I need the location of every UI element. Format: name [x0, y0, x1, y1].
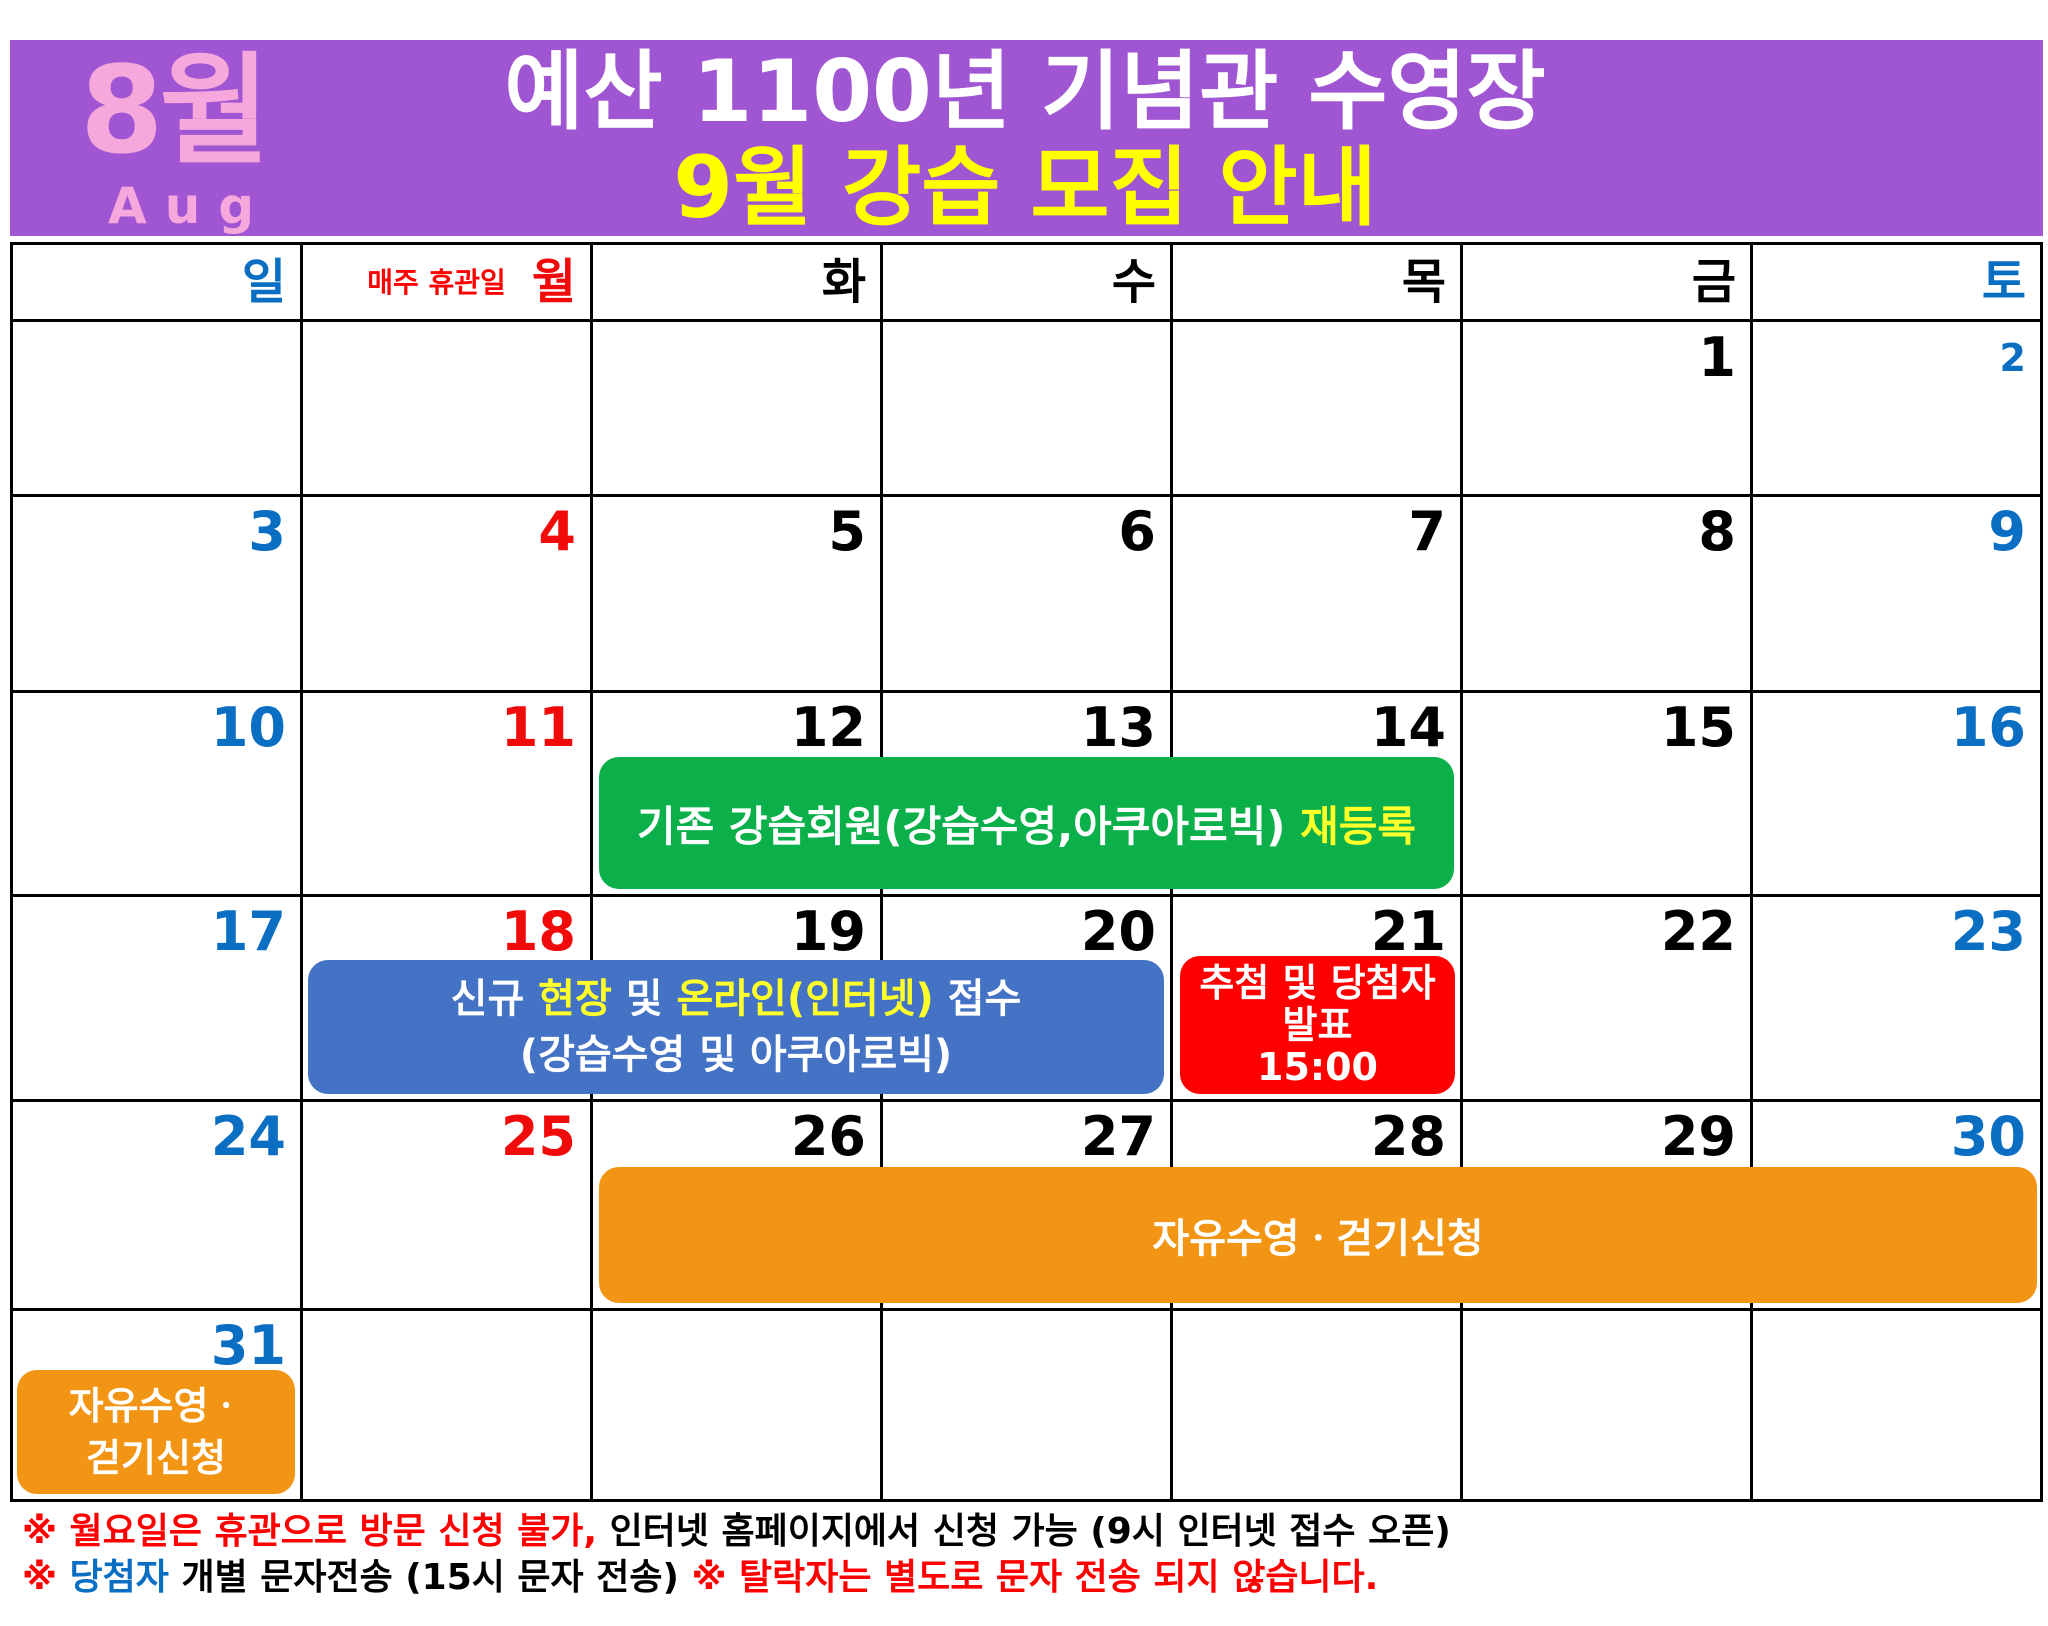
day-24: 24 [210, 1105, 286, 1168]
calendar-grid [10, 242, 2043, 1502]
title-block: 예산 1100년 기념관 수영장 9월 강습 모집 안내 [340, 40, 1710, 236]
grid-line [10, 1099, 2043, 1102]
event-free-swim: 자유수영ㆍ걷기신청 [599, 1167, 2037, 1303]
weekday-thu: 목 [1401, 254, 1446, 310]
notice-winners: 당첨자 [69, 1557, 169, 1598]
day-30: 30 [1950, 1105, 2026, 1168]
event-free-swim-31: 자유수영ㆍ 걷기신청 [17, 1370, 295, 1494]
day-26: 26 [790, 1105, 866, 1168]
notice-line-1: ※ 월요일은 휴관으로 방문 신청 불가, 인터넷 홈페이지에서 신청 가능 (… [22, 1510, 1451, 1554]
event-lottery-line1: 추첨 및 당첨자 [1199, 961, 1436, 1005]
grid-line [10, 319, 2043, 322]
event-free-swim-31-line1: 자유수영ㆍ [68, 1384, 244, 1428]
event-new-online: 온라인(인터넷) [676, 976, 934, 1022]
day-19: 19 [790, 900, 866, 963]
grid-line [10, 690, 2043, 693]
event-new-and: 및 [611, 976, 677, 1022]
notice-sms: 개별 문자전송 (15시 문자 전송) [168, 1557, 692, 1598]
event-lottery-time: 15:00 [1257, 1045, 1378, 1089]
notice-not-selected: ※ 탈락자는 별도로 문자 전송 되지 않습니다. [691, 1557, 1379, 1598]
weekly-closed-note: 매주 휴관일 [367, 266, 506, 299]
event-new-suffix: 접수 [933, 976, 1022, 1022]
weekday-sat: 토 [1981, 254, 2026, 310]
header-banner: 8월 Aug 예산 1100년 기념관 수영장 9월 강습 모집 안내 [10, 40, 2043, 236]
weekday-mon-cell: 매주 휴관일 월 [302, 242, 592, 322]
day-5: 5 [828, 500, 866, 563]
grid-line [590, 242, 593, 1502]
event-new-line2: (강습수영 및 아쿠아로빅) [519, 1032, 953, 1078]
month-number: 8월 [80, 42, 270, 181]
day-27: 27 [1080, 1105, 1156, 1168]
day-25: 25 [500, 1105, 576, 1168]
notice-online-available: 인터넷 홈페이지에서 신청 가능 (9시 인터넷 접수 오픈) [609, 1511, 1451, 1552]
day-17: 17 [210, 900, 286, 963]
day-28: 28 [1370, 1105, 1446, 1168]
event-free-swim-31-line2: 걷기신청 [86, 1436, 226, 1480]
day-21: 21 [1370, 900, 1446, 963]
day-4: 4 [538, 500, 576, 563]
day-10: 10 [210, 696, 286, 759]
weekday-wed: 수 [1111, 254, 1156, 310]
day-8: 8 [1698, 500, 1736, 563]
grid-line [1460, 242, 1463, 1502]
day-14: 14 [1370, 696, 1446, 759]
weekday-tue: 화 [821, 254, 866, 310]
weekday-sun: 일 [241, 254, 286, 310]
day-3: 3 [248, 500, 286, 563]
page-subtitle: 9월 강습 모집 안내 [673, 138, 1377, 238]
day-11: 11 [500, 696, 576, 759]
day-6: 6 [1118, 500, 1156, 563]
day-15: 15 [1660, 696, 1736, 759]
day-12: 12 [790, 696, 866, 759]
day-1: 1 [1698, 326, 1736, 389]
day-31: 31 [210, 1314, 286, 1377]
grid-line [300, 242, 303, 1502]
event-reregistration: 기존 강습회원(강습수영,아쿠아로빅) 재등록 [599, 757, 1454, 889]
day-2: 2 [1999, 336, 2026, 380]
day-9: 9 [1988, 500, 2026, 563]
day-20: 20 [1080, 900, 1156, 963]
day-23: 23 [1950, 900, 2026, 963]
event-new-registration: 신규 현장 및 온라인(인터넷) 접수 (강습수영 및 아쿠아로빅) [308, 960, 1164, 1094]
weekday-mon: 월 [531, 254, 576, 310]
event-new-onsite: 현장 [538, 976, 612, 1022]
event-new-prefix: 신규 [450, 976, 539, 1022]
notice-line-2: ※ 당첨자 개별 문자전송 (15시 문자 전송) ※ 탈락자는 별도로 문자 … [22, 1556, 1378, 1600]
day-29: 29 [1660, 1105, 1736, 1168]
page-title: 예산 1100년 기념관 수영장 [504, 42, 1546, 142]
grid-line [10, 494, 2043, 497]
weekday-fri: 금 [1691, 254, 1736, 310]
day-13: 13 [1080, 696, 1156, 759]
notice-monday-closed: ※ 월요일은 휴관으로 방문 신청 불가, [22, 1511, 610, 1552]
grid-line [10, 1308, 2043, 1311]
day-16: 16 [1950, 696, 2026, 759]
event-reregistration-text: 기존 강습회원(강습수영,아쿠아로빅) [636, 801, 1301, 851]
day-7: 7 [1408, 500, 1446, 563]
event-lottery-line2: 발표 [1282, 1003, 1353, 1047]
day-22: 22 [1660, 900, 1736, 963]
notice-mark: ※ [22, 1557, 70, 1598]
grid-line [1750, 242, 1753, 1502]
event-lottery: 추첨 및 당첨자 발표 15:00 [1180, 956, 1455, 1094]
event-free-swim-text: 자유수영ㆍ걷기신청 [1152, 1216, 1484, 1262]
day-18: 18 [500, 900, 576, 963]
grid-line [10, 894, 2043, 897]
month-english: Aug [108, 177, 273, 235]
event-reregistration-highlight: 재등록 [1300, 801, 1417, 851]
